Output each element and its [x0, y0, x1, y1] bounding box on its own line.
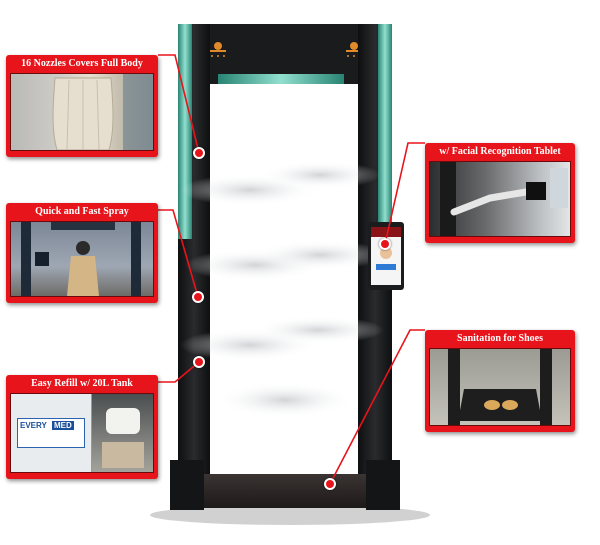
- shoe-tray-photo-icon: [429, 348, 571, 426]
- top-light-icon: [218, 74, 344, 84]
- callout-refill: Easy Refill w/ 20L Tank EVERY MED: [6, 375, 158, 479]
- tank-brand-label: EVERY: [20, 421, 47, 430]
- callout-nozzles: 16 Nozzles Covers Full Body: [6, 55, 158, 157]
- callout-title: w/ Facial Recognition Tablet: [439, 146, 561, 157]
- tablet-arm-photo-icon: [429, 161, 571, 237]
- callout-title: Easy Refill w/ 20L Tank: [31, 378, 133, 389]
- right-foot: [366, 460, 400, 510]
- tablet-marker-icon: [379, 238, 391, 250]
- callout-title: Quick and Fast Spray: [35, 206, 129, 217]
- callout-spray: Quick and Fast Spray: [6, 203, 158, 303]
- tank-photo-icon: EVERY MED: [10, 393, 154, 473]
- callout-title: 16 Nozzles Covers Full Body: [21, 58, 143, 69]
- callout-tablet: w/ Facial Recognition Tablet: [425, 143, 575, 243]
- nozzle-icon-left: [210, 42, 226, 57]
- callout-title: Sanitation for Shoes: [457, 333, 543, 344]
- nozzle-curtain-photo-icon: [10, 73, 154, 151]
- tank-product-label: MED: [52, 421, 74, 430]
- nozzle-marker-icon: [193, 147, 205, 159]
- shoes-marker-icon: [324, 478, 336, 490]
- left-foot: [170, 460, 204, 510]
- callout-shoes: Sanitation for Shoes: [425, 330, 575, 432]
- refill-marker-icon: [193, 356, 205, 368]
- right-glow-strip: [378, 24, 392, 239]
- spray-marker-icon: [192, 291, 204, 303]
- person-walking-photo-icon: [10, 221, 154, 297]
- shoe-sanitation-mat: [170, 474, 400, 508]
- left-glow-strip: [178, 24, 192, 239]
